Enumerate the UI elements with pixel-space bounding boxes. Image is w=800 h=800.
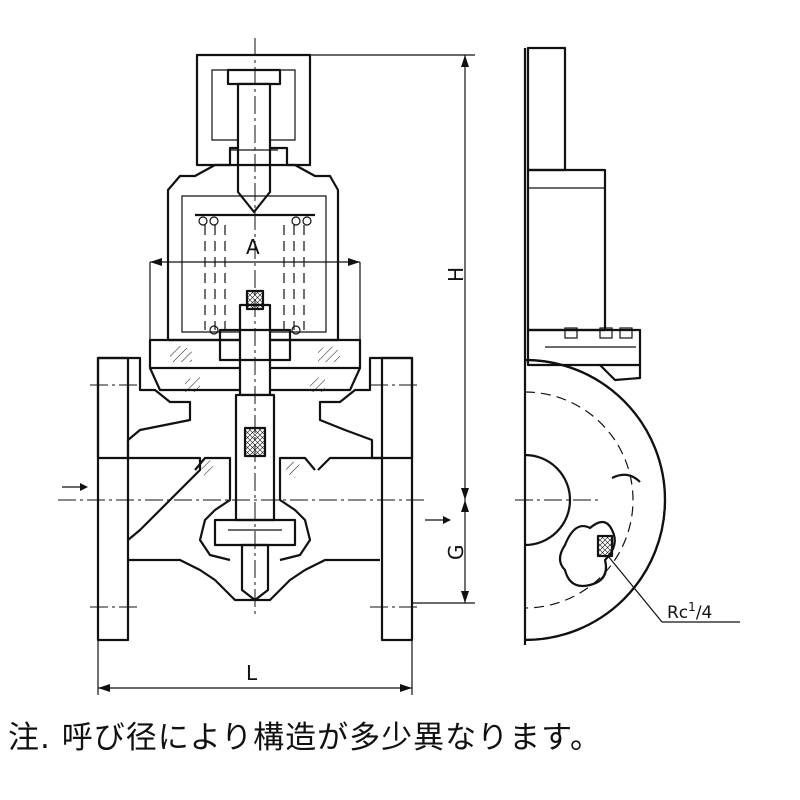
dimensions: A H G L (97, 54, 475, 695)
dim-a-label: A (246, 235, 260, 259)
front-view (58, 38, 451, 642)
dim-h-label: H (444, 267, 468, 282)
valve-cap (195, 53, 312, 167)
structure-note: 注. 呼び径により構造が多少異なります。 (8, 720, 602, 756)
adjust-bolt-head (226, 68, 282, 86)
adjust-bolt (236, 82, 272, 214)
flange-right (380, 356, 414, 642)
flange-left (96, 356, 130, 642)
spring (204, 225, 305, 330)
port-size-label: Rc1/4 (667, 600, 712, 623)
side-view: Rc1/4 (515, 46, 740, 645)
bonnet (166, 163, 340, 342)
dim-g-label: G (444, 545, 468, 561)
valve-body (96, 356, 192, 460)
dim-l-label: L (246, 661, 258, 685)
